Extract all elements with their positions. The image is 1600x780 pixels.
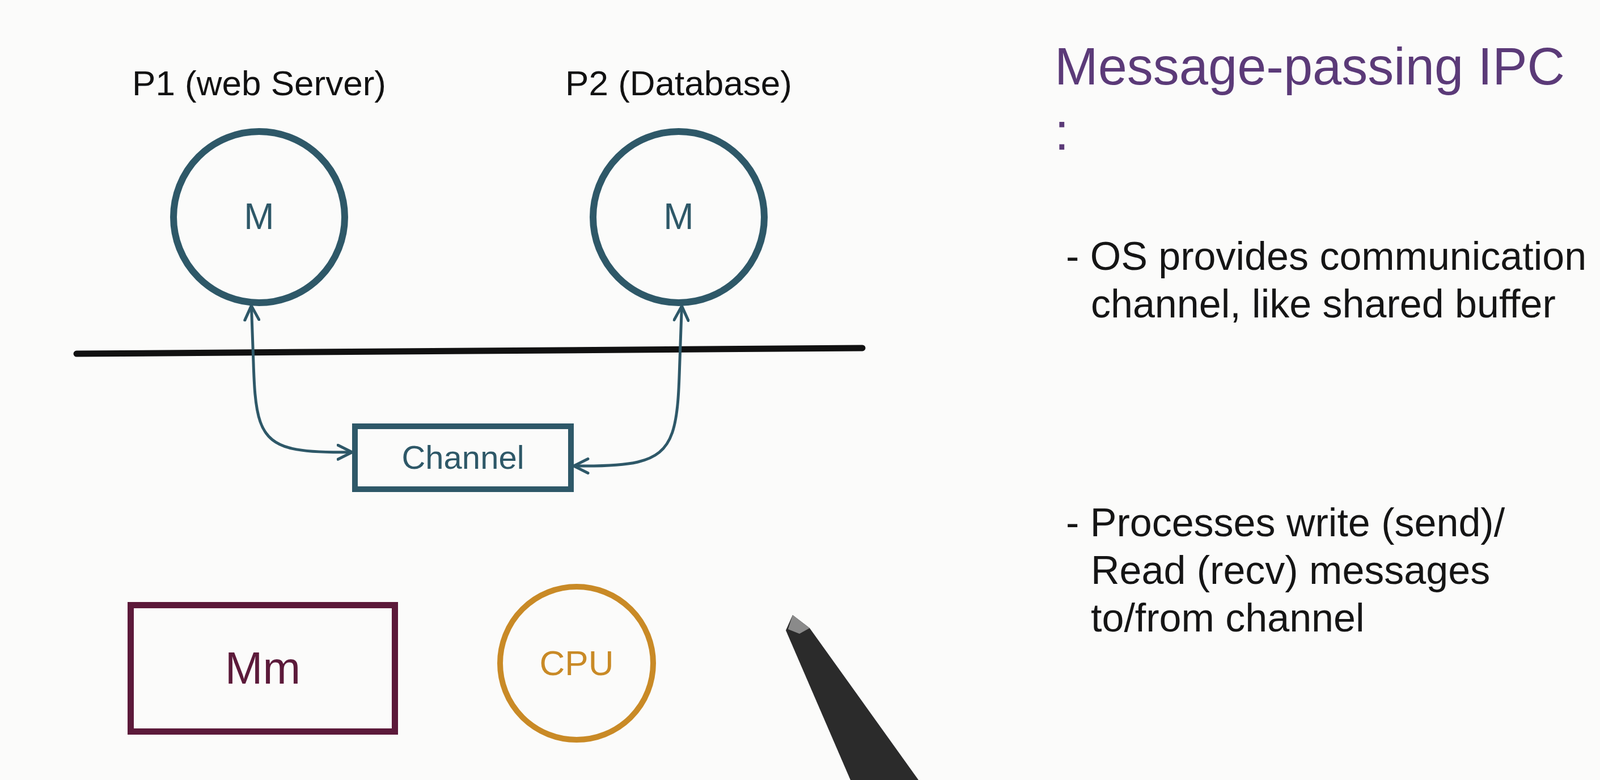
channel-connector <box>251 305 353 452</box>
node-text-group: M <box>663 196 694 239</box>
kernel-boundary-line <box>76 348 863 354</box>
pen <box>785 615 919 780</box>
process-circle: CPU <box>497 583 656 743</box>
node-body: CPU <box>497 583 656 743</box>
node-body: M <box>589 128 768 307</box>
node-text: CPU <box>539 642 615 684</box>
rect-shape <box>130 605 396 732</box>
bullet-note: - OS provides communication channel, lik… <box>1065 232 1588 328</box>
node-text: M <box>663 196 694 239</box>
rect-shape <box>354 426 571 490</box>
node-text-group: M <box>243 196 274 239</box>
resource-box: Mm <box>127 602 399 735</box>
bullet-note: - Processes write (send)/ Read (recv) me… <box>1065 498 1588 642</box>
circle-shape <box>593 131 765 303</box>
node-body: Channel <box>352 423 574 493</box>
circle-shape <box>500 586 654 740</box>
node-text-group: Channel <box>401 438 524 477</box>
process-heading: P2 (Database) <box>565 62 793 104</box>
circle-shape <box>173 131 345 303</box>
process-circle: MP1 (web Server) <box>170 128 349 307</box>
node-text-group: CPU <box>539 642 615 684</box>
process-heading: P1 (web Server) <box>132 62 387 104</box>
resource-box: Channel <box>352 423 574 493</box>
channel-connector <box>573 306 682 467</box>
node-body: Mm <box>127 602 399 735</box>
title: Message-passing IPC : <box>1054 34 1565 165</box>
process-circle: MP2 (Database) <box>589 128 768 307</box>
node-text: Channel <box>401 438 524 477</box>
node-text: Mm <box>225 642 301 695</box>
node-text-group: Mm <box>225 642 301 695</box>
node-text: M <box>243 196 274 239</box>
node-body: M <box>170 128 349 307</box>
